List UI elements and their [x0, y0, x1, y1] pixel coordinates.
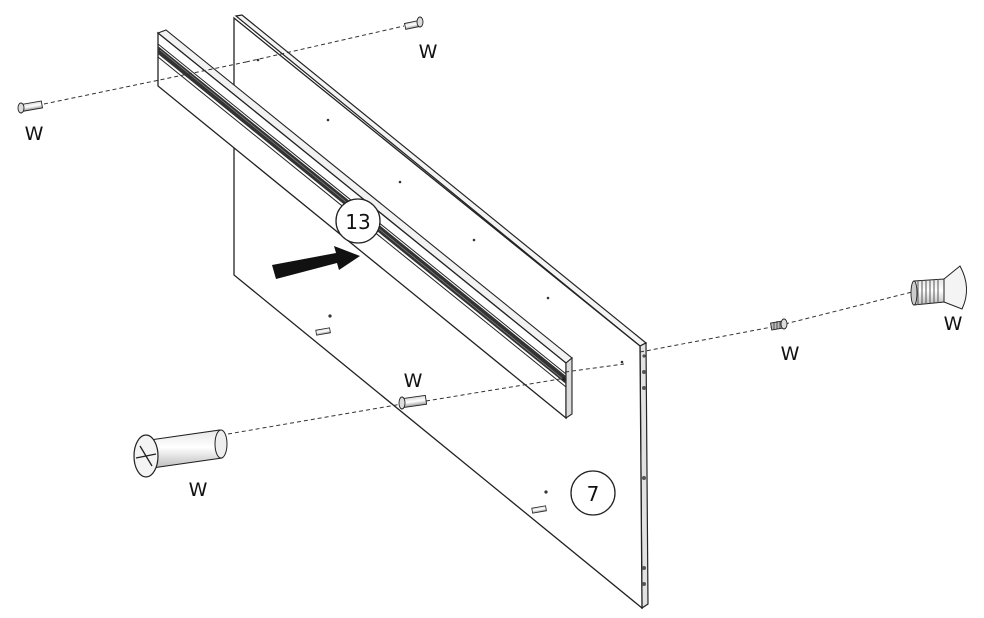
screw-large-left	[133, 429, 228, 478]
label-screw-large-right: W	[944, 313, 963, 335]
edge-holes	[642, 354, 646, 586]
insert-direction-arrow	[272, 246, 360, 279]
label-screw-top-left: W	[25, 123, 44, 145]
alignment-lines	[43, 25, 913, 435]
dowel-pin-lower	[531, 505, 547, 514]
screw-large-right	[910, 265, 967, 310]
label-screw-center: W	[404, 370, 423, 392]
dowel-pin-upper	[315, 327, 331, 336]
part-callout-7: 7	[570, 470, 616, 516]
part-number-7: 7	[587, 482, 600, 506]
screw-top-right	[403, 16, 424, 30]
screw-center	[398, 394, 428, 410]
label-screw-top-right: W	[419, 41, 438, 63]
label-screw-mid-right: W	[781, 343, 800, 365]
screw-mid-right	[770, 318, 788, 331]
screw-top-left	[17, 100, 44, 114]
part-number-13: 13	[345, 210, 370, 234]
label-screw-large-left: W	[189, 479, 208, 501]
part-callout-13: 13	[335, 198, 381, 244]
